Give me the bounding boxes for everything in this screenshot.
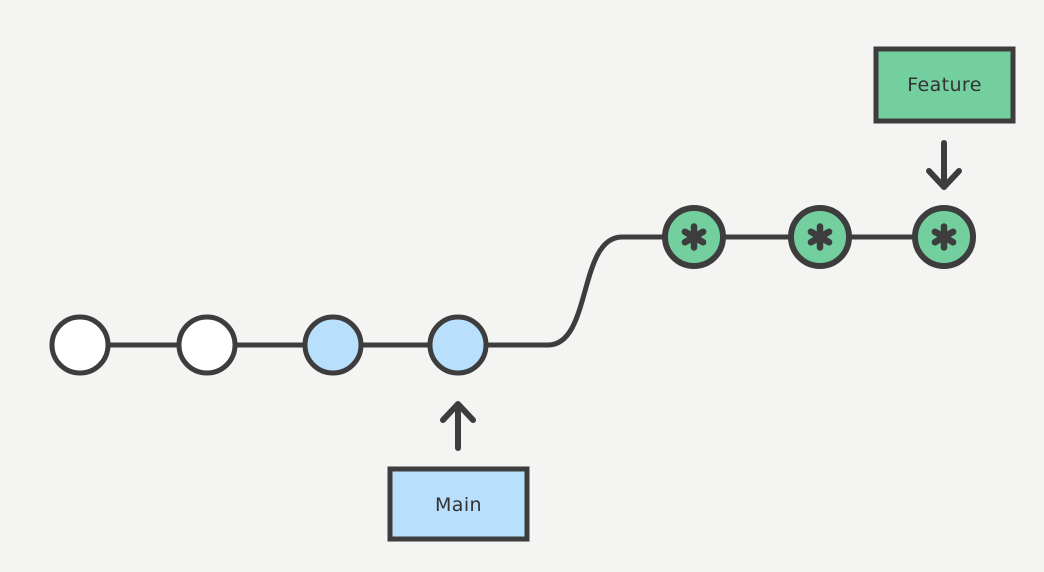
feature-pointer-arrow-down-icon [926, 140, 962, 190]
asterisk-icon [931, 223, 957, 251]
commit-node-main-4[interactable] [427, 314, 489, 376]
main-branch-label-group[interactable]: Main [387, 466, 530, 542]
feature-branch-commits [662, 205, 976, 269]
commit-node-main-3[interactable] [302, 314, 364, 376]
asterisk-icon [681, 223, 707, 251]
main-label-text: Main [435, 494, 482, 516]
asterisk-icon [807, 223, 833, 251]
connector-group [108, 234, 915, 348]
feature-branch-label-group[interactable]: Feature [873, 46, 1016, 124]
feature-label-text: Feature [907, 74, 982, 96]
main-label-box[interactable] [387, 466, 530, 542]
commit-node-feature-2[interactable] [788, 205, 852, 269]
feature-label-box[interactable] [873, 46, 1016, 124]
main-pointer-arrow-up-icon [440, 401, 476, 451]
commit-node-main-1[interactable] [49, 314, 111, 376]
commit-node-feature-3[interactable] [912, 205, 976, 269]
commit-node-feature-1[interactable] [662, 205, 726, 269]
main-branch-commits [49, 314, 489, 376]
connector-branch-curve [483, 234, 668, 348]
commit-node-main-2[interactable] [176, 314, 238, 376]
